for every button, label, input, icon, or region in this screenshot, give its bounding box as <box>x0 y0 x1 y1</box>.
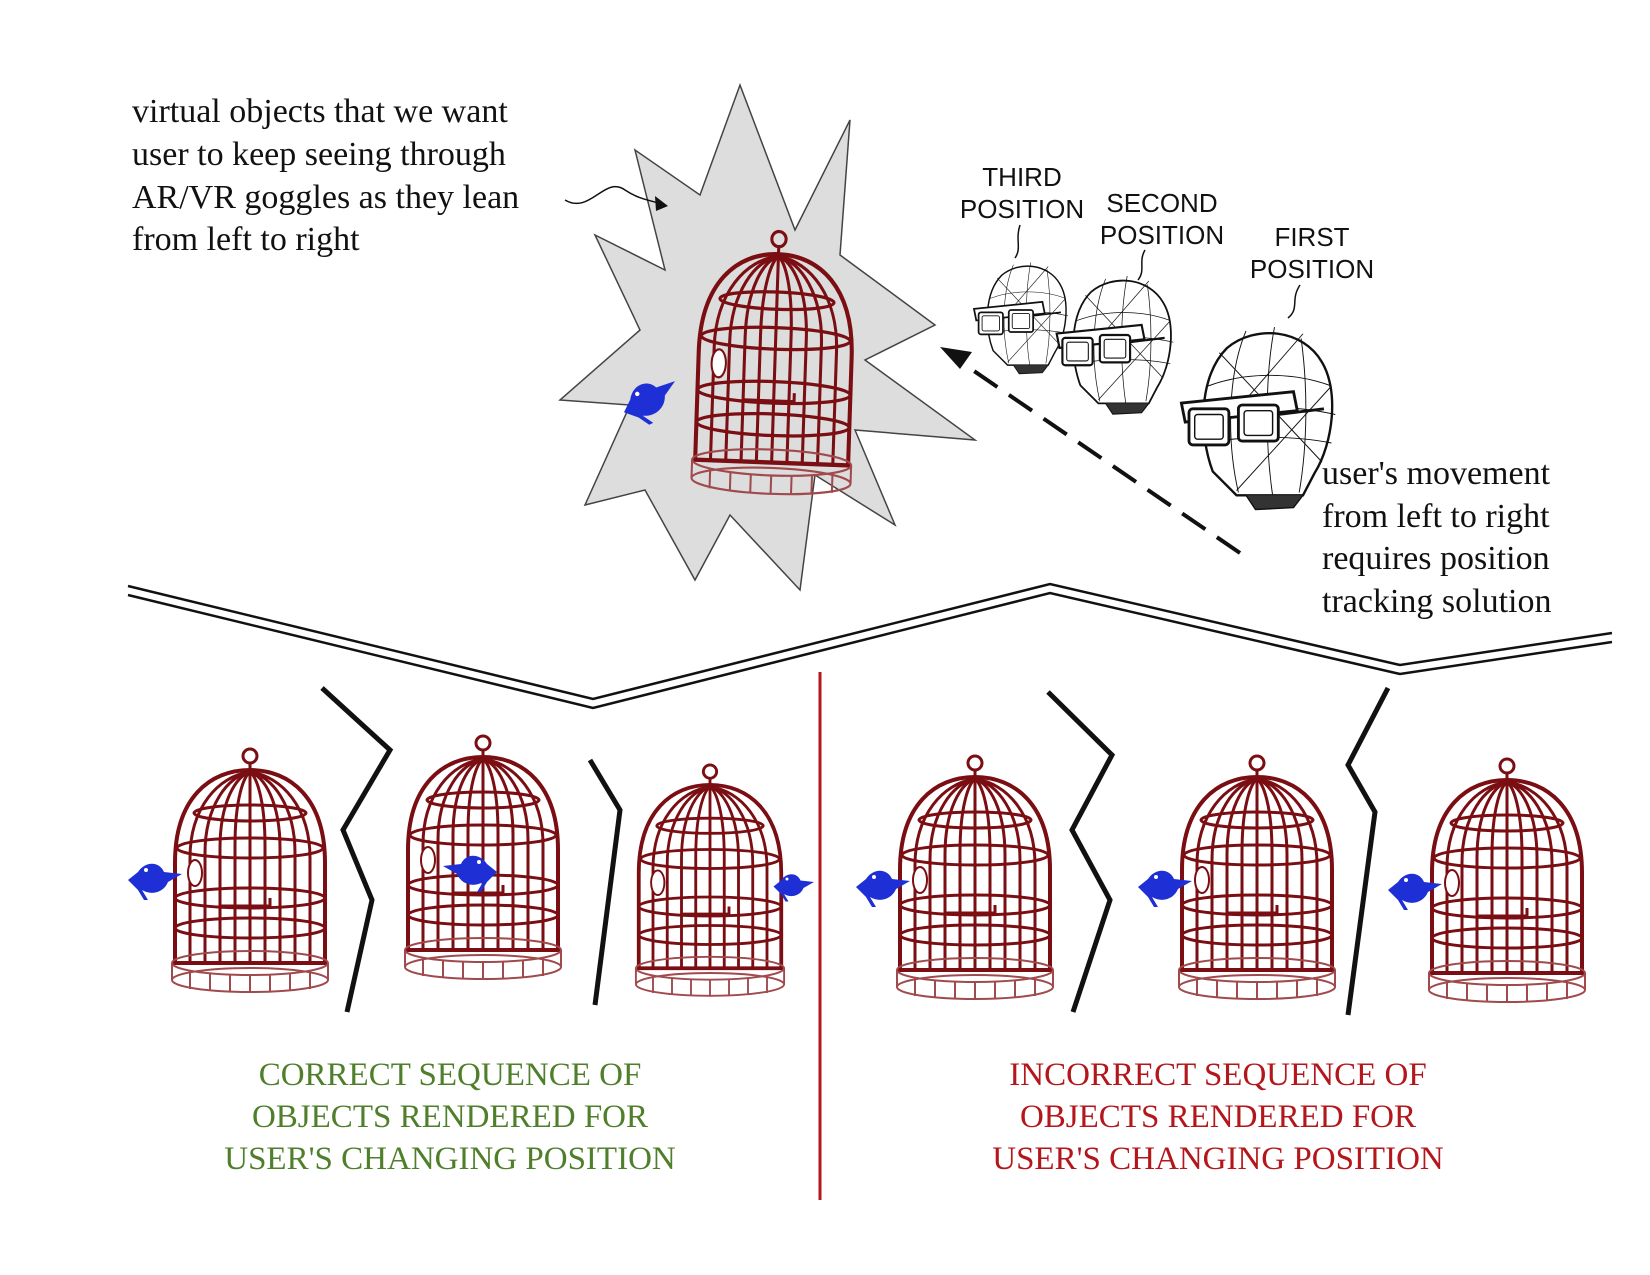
svg-text:OBJECTS RENDERED FOR: OBJECTS RENDERED FOR <box>1020 1099 1416 1135</box>
annotation-top-left: virtual objects that we want user to kee… <box>132 93 519 258</box>
svg-text:FIRST: FIRST <box>1274 222 1349 252</box>
correct-sequence-panel: CORRECT SEQUENCE OF OBJECTS RENDERED FOR… <box>128 686 814 1177</box>
bird-icon <box>443 855 497 892</box>
svg-text:POSITION: POSITION <box>1250 254 1374 284</box>
vr-head-icon <box>973 261 1069 375</box>
section-separator <box>127 582 1613 710</box>
svg-text:user's movement: user's movement <box>1322 455 1551 492</box>
movement-arrow <box>953 356 1242 555</box>
svg-text:CORRECT SEQUENCE OF: CORRECT SEQUENCE OF <box>259 1057 642 1093</box>
birdcage-icon <box>1177 754 1337 1001</box>
svg-text:POSITION: POSITION <box>1100 220 1224 250</box>
frame-break <box>320 686 394 1013</box>
third-position-label: THIRD POSITION <box>960 162 1084 224</box>
second-position-label: SECOND POSITION <box>1100 188 1224 250</box>
frame-break <box>1046 690 1116 1013</box>
annotation-line-3: AR/VR goggles as they lean <box>132 179 519 216</box>
vr-head-icon <box>1179 325 1337 511</box>
svg-text:USER'S CHANGING POSITION: USER'S CHANGING POSITION <box>992 1141 1444 1177</box>
svg-text:THIRD: THIRD <box>982 162 1061 192</box>
annotation-line-4: from left to right <box>132 221 360 258</box>
svg-text:INCORRECT SEQUENCE OF: INCORRECT SEQUENCE OF <box>1009 1057 1426 1093</box>
svg-text:USER'S CHANGING POSITION: USER'S CHANGING POSITION <box>224 1141 676 1177</box>
svg-text:SECOND: SECOND <box>1106 188 1217 218</box>
annotation-arrowhead <box>655 196 668 211</box>
frame-break <box>587 758 623 1006</box>
incorrect-sequence-panel: INCORRECT SEQUENCE OF OBJECTS RENDERED F… <box>856 686 1587 1177</box>
annotation-leader <box>564 185 666 206</box>
incorrect-caption: INCORRECT SEQUENCE OF OBJECTS RENDERED F… <box>992 1057 1444 1177</box>
birdcage-icon <box>170 747 330 994</box>
svg-text:POSITION: POSITION <box>960 194 1084 224</box>
birdcage-icon <box>1427 757 1587 1004</box>
annotation-line-2: user to keep seeing through <box>132 136 506 173</box>
vr-head-icon <box>1055 274 1175 416</box>
starburst-group <box>558 82 978 592</box>
starburst <box>558 82 978 592</box>
svg-text:requires position: requires position <box>1322 540 1550 577</box>
birdcage-icon <box>895 754 1055 1001</box>
frame-break <box>1345 686 1391 1016</box>
birdcage-icon <box>634 763 786 998</box>
movement-note: user's movement from left to right requi… <box>1322 455 1551 620</box>
annotation-line-1: virtual objects that we want <box>132 93 508 130</box>
movement-arrowhead <box>940 347 972 369</box>
svg-text:OBJECTS RENDERED FOR: OBJECTS RENDERED FOR <box>252 1099 648 1135</box>
svg-text:from left to right: from left to right <box>1322 498 1550 535</box>
birdcage-icon <box>403 734 563 981</box>
svg-text:tracking solution: tracking solution <box>1322 583 1551 620</box>
first-position-label: FIRST POSITION <box>1250 222 1374 284</box>
correct-caption: CORRECT SEQUENCE OF OBJECTS RENDERED FOR… <box>224 1057 676 1177</box>
